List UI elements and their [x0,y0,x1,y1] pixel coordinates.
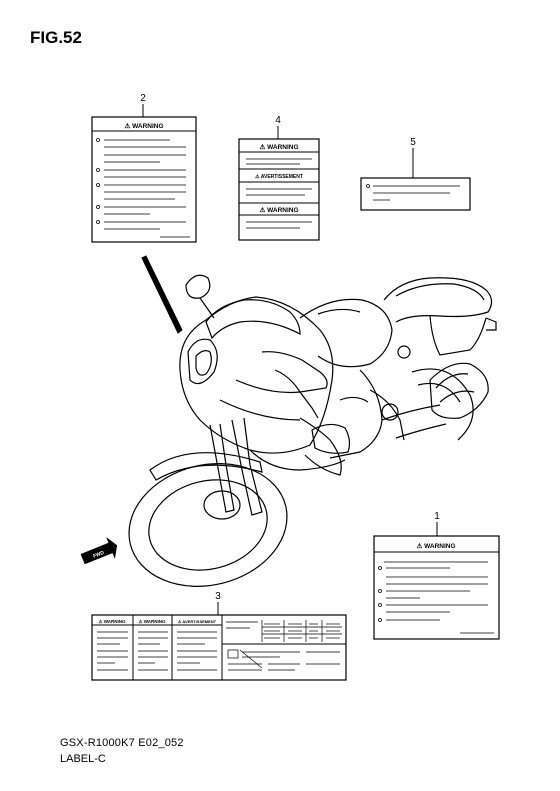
section-label: LABEL-C [60,753,106,765]
model-code: GSX-R1000K7 E02_052 [60,737,184,749]
fwd-arrow [80,536,118,565]
motorcycle-illustration [128,274,497,587]
label-1[interactable] [373,522,500,640]
label-4-header-1: ⚠ WARNING [259,143,298,151]
pointer-arrow [141,255,183,334]
callout-number-2: 2 [140,93,146,104]
callout-number-4: 4 [275,115,281,126]
figure-title: FIG.52 [30,28,82,47]
fwd-text: FWD [92,550,105,560]
label-3-header-3: ⚠ AVERTISSEMENT [178,619,217,624]
label-4-header-2: ⚠ AVERTISSEMENT [255,174,303,180]
label-3-header-1: ⚠ WARNING [98,619,126,624]
callout-number-3: 3 [215,591,221,602]
callout-number-1: 1 [434,511,440,522]
label-5[interactable] [360,148,471,211]
label-2-header: ⚠ WARNING [124,122,163,130]
label-3[interactable] [91,602,347,681]
label-2[interactable] [91,104,197,243]
label-3-header-2: ⚠ WARNING [138,619,166,624]
label-4[interactable] [238,126,320,241]
label-1-header: ⚠ WARNING [416,542,455,550]
label-4-header-3: ⚠ WARNING [259,206,298,214]
callout-number-5: 5 [410,137,416,148]
